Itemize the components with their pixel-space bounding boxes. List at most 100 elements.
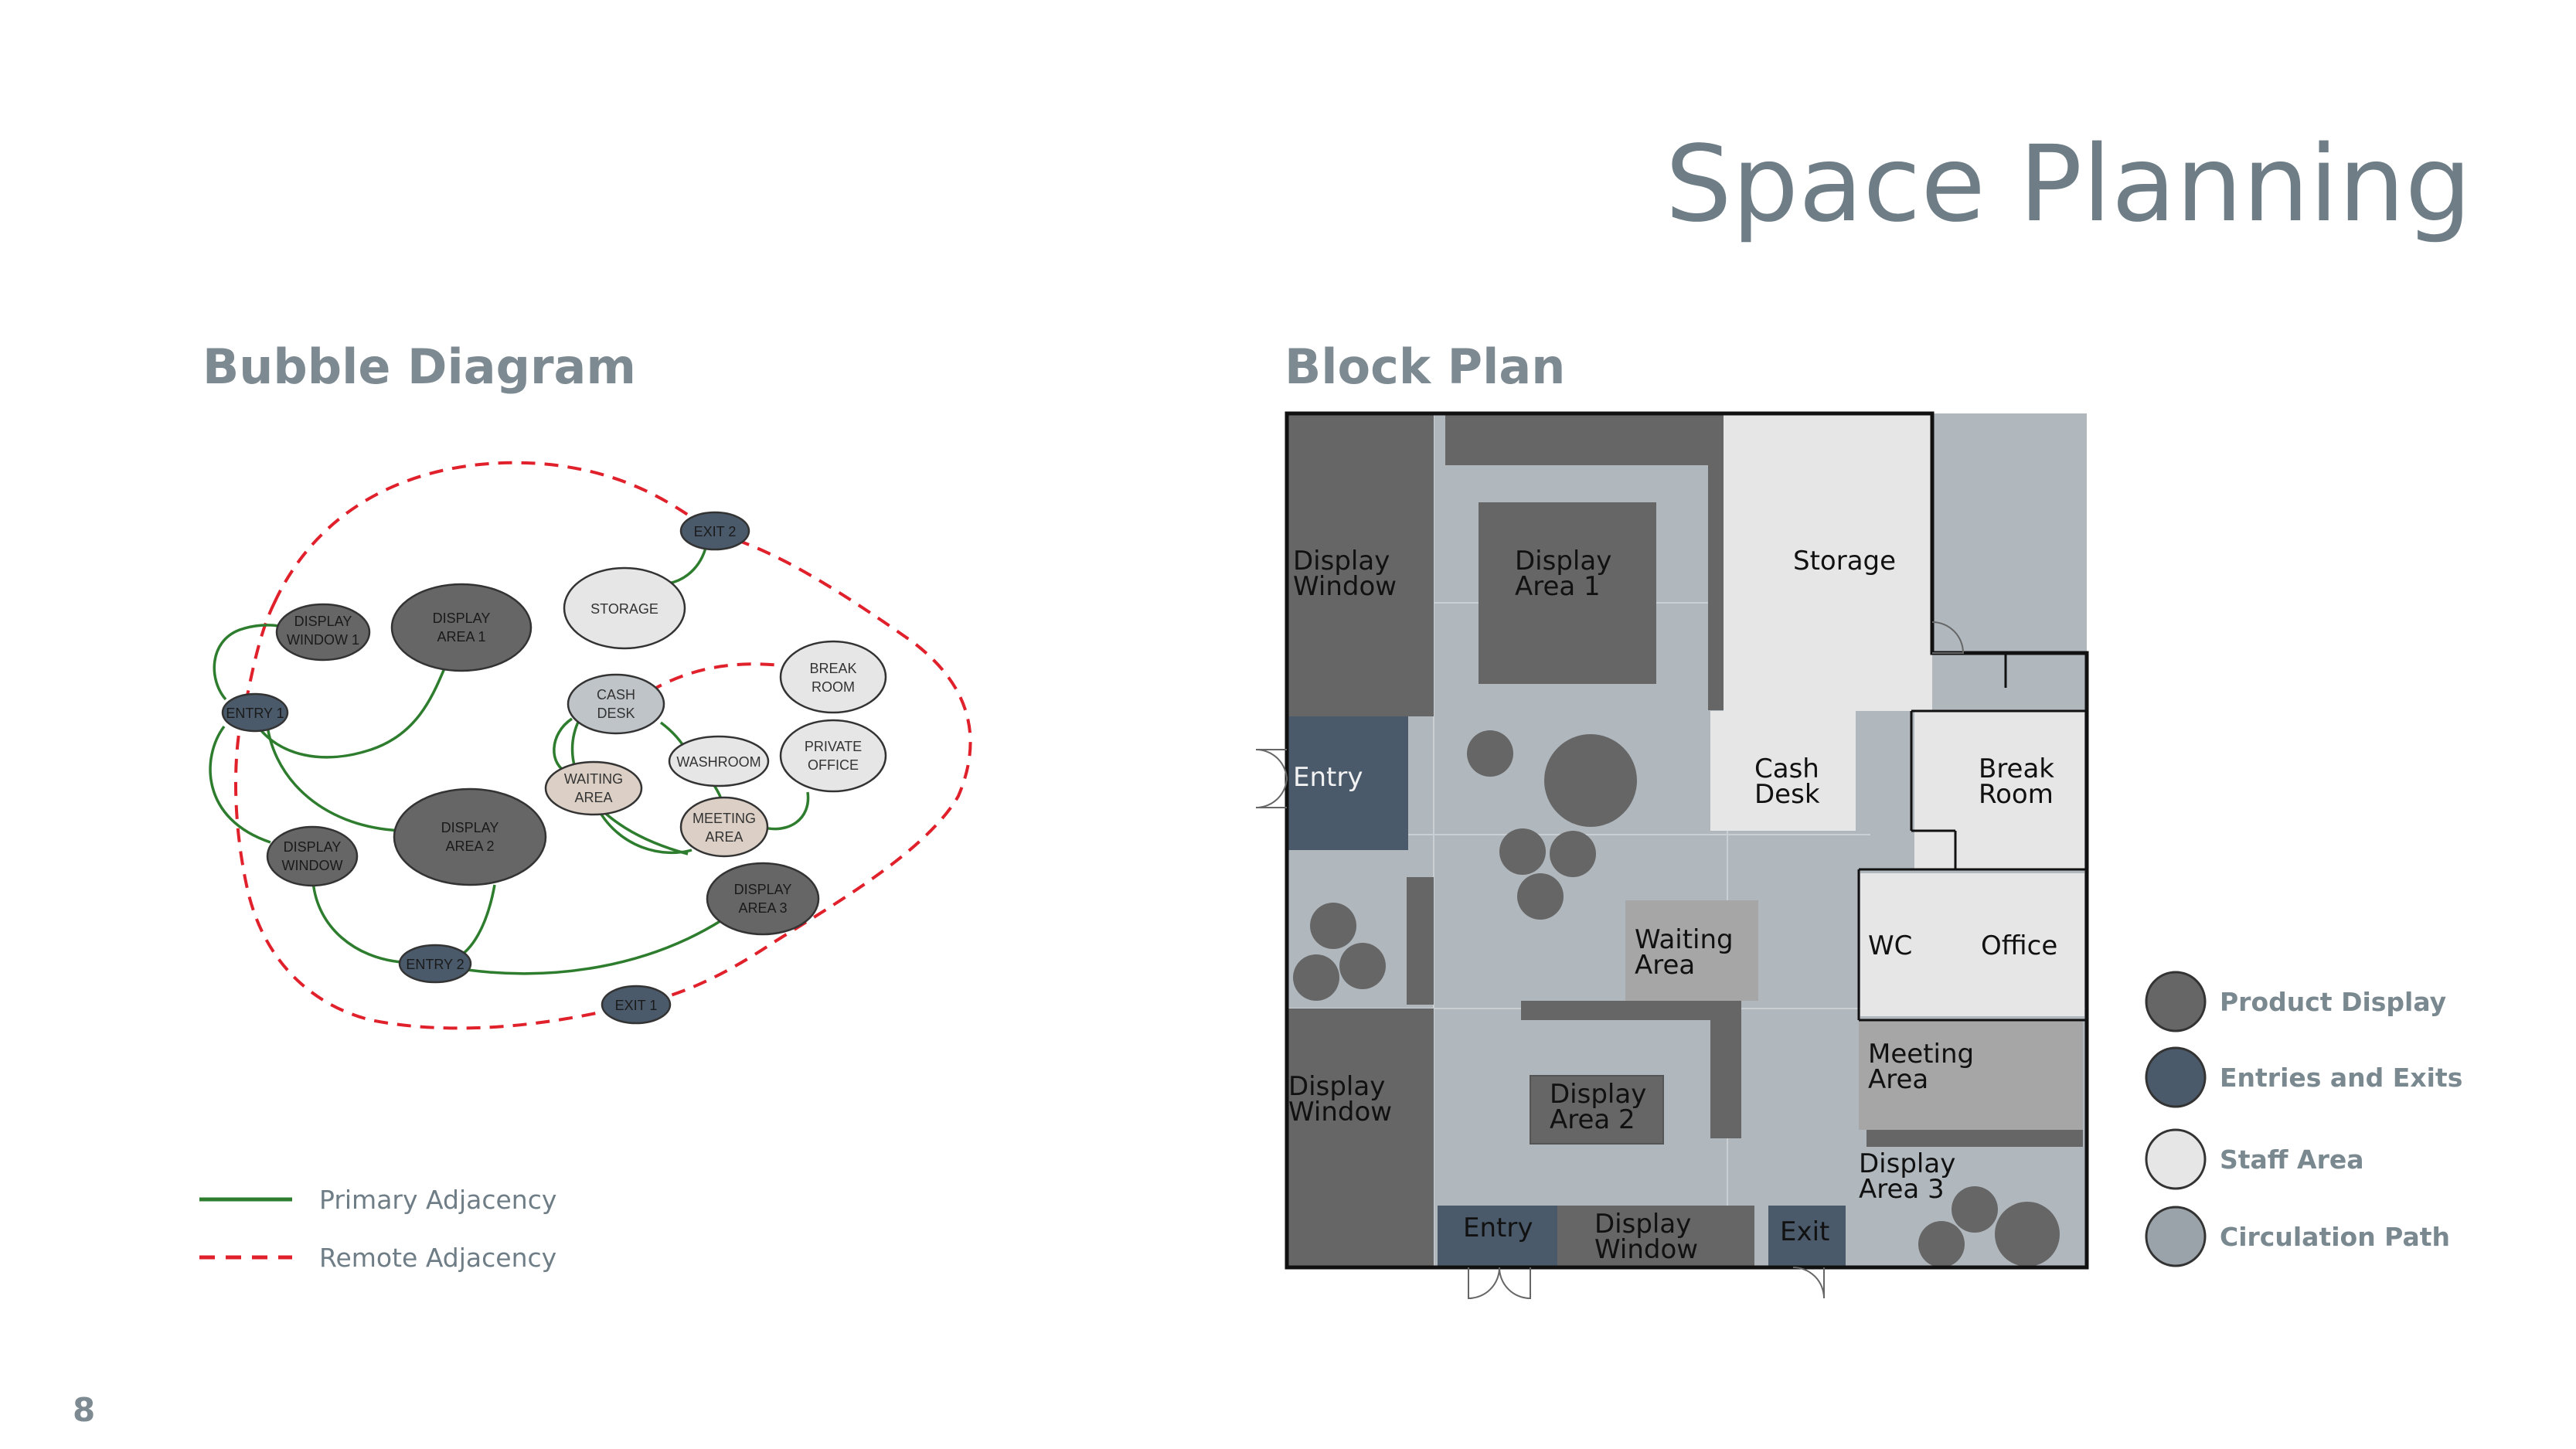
bubble-display-window-1: DISPLAY WINDOW 1 xyxy=(275,603,371,662)
bubble-washroom-label: WASHROOM xyxy=(676,754,761,770)
bubble-storage: STORAGE xyxy=(563,566,686,650)
door-exit xyxy=(1792,1267,1825,1299)
bubble-display-window-1-label-2: WINDOW 1 xyxy=(287,632,359,648)
wall-outline xyxy=(1285,411,2089,1270)
link-entry1-dispwin xyxy=(209,725,271,844)
bubble-cash-desk-label-1: CASH xyxy=(597,687,635,702)
bubble-exit-2-label: EXIT 2 xyxy=(694,524,737,539)
svg-text:AREA 3: AREA 3 xyxy=(738,900,787,916)
bubble-waiting-area-label-2: AREA xyxy=(574,790,612,805)
label-storage: Storage xyxy=(1793,546,1896,577)
svg-text:WASHROOM: WASHROOM xyxy=(676,754,761,770)
door-left-1 xyxy=(1255,749,1288,781)
meeting-area-block xyxy=(1859,1020,2083,1130)
entry-left-block xyxy=(1288,716,1408,850)
bubble-entry-2: ENTRY 2 xyxy=(398,944,472,984)
remote-cash-break xyxy=(648,662,789,693)
legend-entries-label: Entries and Exits xyxy=(2220,1063,2462,1093)
entry-blocks xyxy=(1288,716,1846,1267)
legend-primary-label: Primary Adjacency xyxy=(319,1185,556,1215)
label-display-window-top-2: Window xyxy=(1293,571,1397,602)
bubble-break-room: BREAK ROOM xyxy=(779,640,887,714)
legend-staff-swatch xyxy=(2145,1128,2207,1190)
bubble-display-area-3: DISPLAY AREA 3 xyxy=(706,862,820,936)
top-display-strip xyxy=(1445,415,1716,465)
bubble-entry-1: ENTRY 1 xyxy=(221,692,289,733)
display-round-2 xyxy=(1499,828,1546,875)
label-cash-desk-1: Cash xyxy=(1754,753,1819,784)
bubble-exit-2: EXIT 2 xyxy=(679,511,750,551)
bubble-display-window-label-2: WINDOW xyxy=(282,858,343,873)
svg-text:AREA 1: AREA 1 xyxy=(437,629,485,645)
label-waiting-area-2: Area xyxy=(1635,950,1695,981)
bubble-private-office-label-1: PRIVATE xyxy=(805,739,862,754)
display-round-8 xyxy=(1952,1186,1998,1233)
bubble-break-room-label-1: BREAK xyxy=(809,661,856,676)
bubble-private-office: PRIVATE OFFICE xyxy=(779,719,887,793)
display-counter-top xyxy=(1521,1001,1741,1020)
svg-text:EXIT 1: EXIT 1 xyxy=(615,998,658,1013)
display-window-top-block xyxy=(1288,415,1434,716)
display-round-6 xyxy=(1339,943,1386,989)
bubble-meeting-area-label-1: MEETING xyxy=(692,811,756,826)
doors xyxy=(1255,621,1965,1300)
legend-circulation-label: Circulation Path xyxy=(2220,1222,2450,1252)
legend-circulation-swatch xyxy=(2145,1206,2207,1267)
bubble-display-area-2: DISPLAY AREA 2 xyxy=(393,787,547,886)
door-bottom-2 xyxy=(1499,1267,1531,1300)
svg-text:BREAK: BREAK xyxy=(809,661,856,676)
link-entry1-disparea2 xyxy=(265,718,403,832)
waiting-area-block xyxy=(1625,900,1758,1001)
link-entry1-disparea1 xyxy=(254,668,446,759)
label-office: Office xyxy=(1981,930,2057,961)
bubble-diagram-title: Bubble Diagram xyxy=(202,338,636,395)
staff-blocks xyxy=(1710,415,2084,1016)
svg-text:ENTRY 2: ENTRY 2 xyxy=(406,957,464,972)
svg-text:STORAGE: STORAGE xyxy=(590,601,658,617)
bubble-meeting-area: MEETING AREA xyxy=(679,796,769,858)
remote-adjacency-lines xyxy=(234,461,972,1030)
door-left-2 xyxy=(1255,776,1288,808)
bubble-cash-desk: CASH DESK xyxy=(567,673,665,735)
label-display-area-2-2: Area 2 xyxy=(1550,1104,1635,1135)
label-display-area-3-2: Area 3 xyxy=(1859,1174,1945,1205)
legend-remote-label: Remote Adjacency xyxy=(319,1243,556,1273)
display-window-bottom-block xyxy=(1288,1009,1434,1266)
svg-text:CASH: CASH xyxy=(597,687,635,702)
bubble-private-office-label-2: OFFICE xyxy=(808,757,859,773)
display-round-7 xyxy=(1293,954,1339,1001)
bubble-display-area-1-label-2: AREA 1 xyxy=(437,629,485,645)
page-title: Space Planning xyxy=(1665,124,2472,246)
label-meeting-area-1: Meeting xyxy=(1868,1039,1974,1070)
svg-text:OFFICE: OFFICE xyxy=(808,757,859,773)
svg-text:ROOM: ROOM xyxy=(812,679,855,695)
remote-loop xyxy=(234,461,972,1030)
label-exit: Exit xyxy=(1780,1216,1829,1247)
svg-text:WINDOW 1: WINDOW 1 xyxy=(287,632,359,648)
left-display-bar xyxy=(1407,877,1434,1005)
break-room-block xyxy=(1914,711,2084,869)
svg-text:AREA: AREA xyxy=(574,790,612,805)
label-entry-left: Entry xyxy=(1293,762,1363,793)
label-meeting-area-2: Area xyxy=(1868,1064,1928,1095)
legend-product-display-swatch xyxy=(2145,971,2207,1032)
bubble-legend: Primary Adjacency Remote Adjacency xyxy=(199,1185,556,1273)
svg-text:DISPLAY: DISPLAY xyxy=(294,614,352,629)
bubble-display-window-label-1: DISPLAY xyxy=(284,839,342,855)
bubble-break-room-label-2: ROOM xyxy=(812,679,855,695)
block-legend xyxy=(2145,971,2207,1267)
bubble-display-area-1: DISPLAY AREA 1 xyxy=(390,583,533,672)
label-display-window-bottom-2: Window xyxy=(1288,1097,1392,1128)
bubble-entry-2-label: ENTRY 2 xyxy=(406,957,464,972)
svg-text:DISPLAY: DISPLAY xyxy=(284,839,342,855)
legend-product-display-label: Product Display xyxy=(2220,987,2446,1017)
display-area-3-shelf xyxy=(1866,1130,2083,1147)
bubbles: EXIT 2 STORAGE DISPLAY WINDOW 1 DISPLAY … xyxy=(221,511,887,1025)
display-round-large xyxy=(1544,734,1637,827)
bubble-display-area-2-label-2: AREA 2 xyxy=(445,838,494,854)
label-break-room-1: Break xyxy=(1979,753,2054,784)
bubble-storage-label: STORAGE xyxy=(590,601,658,617)
label-display-area-1-1: Display xyxy=(1515,546,1611,577)
product-display-blocks xyxy=(1288,415,2083,1267)
